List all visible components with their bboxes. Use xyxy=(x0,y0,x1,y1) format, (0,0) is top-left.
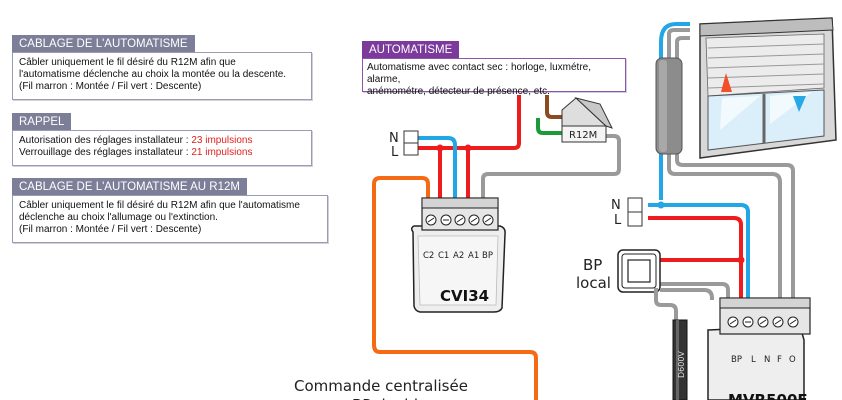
mvr500e-label: MVR500E xyxy=(728,391,808,400)
panel-line: Câbler uniquement le fil désiré du R12M … xyxy=(19,200,300,211)
bp-local-line1: BP xyxy=(583,256,602,274)
terminal-label: O xyxy=(789,355,796,365)
up-arrow-icon xyxy=(721,73,732,92)
wire-green xyxy=(536,118,563,135)
panel-body: Câbler uniquement le fil désiré du R12M … xyxy=(12,52,312,100)
terminal-n-right xyxy=(627,197,643,213)
wire-motor-o xyxy=(675,150,795,300)
wire-bp-local-control xyxy=(660,282,730,300)
terminal-label: A1 xyxy=(468,251,479,261)
panel-line: l'automatisme déclenche au choix la mont… xyxy=(19,69,287,80)
mvr500e-module xyxy=(707,297,811,400)
wire-sensor xyxy=(654,288,678,320)
sensor-probe xyxy=(672,319,688,400)
panel-body: Autorisation des réglages installateur :… xyxy=(12,130,312,166)
r12m-label: R12M xyxy=(569,130,597,141)
terminal-label: C1 xyxy=(438,251,449,261)
wire-shutter-grey1 xyxy=(667,28,690,60)
label-n-left: N xyxy=(389,131,399,146)
rappel-value: 23 impulsions xyxy=(191,135,253,146)
panel-title: CABLAGE DE L'AUTOMATISME AU R12M xyxy=(12,178,247,195)
wire-shutter-grey2 xyxy=(675,36,690,60)
terminal-l-left xyxy=(403,142,419,156)
bp-local-switch xyxy=(617,249,661,293)
panel-line: (Fil marron : Montée / Fil vert : Descen… xyxy=(19,224,202,235)
mvr500e-terminal-labels: BP L N F O xyxy=(731,355,796,365)
panel-title: CABLAGE DE L'AUTOMATISME xyxy=(12,35,195,52)
panel-line: anémométre, détecteur de présence, etc. xyxy=(367,86,550,97)
wire-brown xyxy=(545,95,562,119)
bp-local-line2: local xyxy=(576,274,611,292)
junction-dot xyxy=(737,256,745,264)
terminal-n-left xyxy=(403,130,419,144)
junction-dot xyxy=(464,144,472,152)
label-n-right: N xyxy=(611,198,621,213)
rappel-value: 21 impulsions xyxy=(191,147,253,158)
wire-neutral-right xyxy=(648,203,750,300)
down-arrow-icon xyxy=(793,96,806,112)
panel-rappel: RAPPEL Autorisation des réglages install… xyxy=(12,112,312,166)
panel-title: AUTOMATISME xyxy=(362,41,460,58)
label-l-left: L xyxy=(391,145,399,160)
panel-body: Automatisme avec contact sec : horloge, … xyxy=(362,58,626,97)
panel-title: RAPPEL xyxy=(12,113,72,130)
junction-dot xyxy=(657,201,665,209)
roller-shutter xyxy=(699,17,837,159)
wire-central-command xyxy=(372,176,538,400)
panel-cablage-r12m: CABLAGE DE L'AUTOMATISME AU R12M Câbler … xyxy=(12,177,328,243)
panel-automatisme: AUTOMATISME Automatisme avec contact sec… xyxy=(362,40,626,97)
panel-line: (Fil marron : Montée / Fil vert : Descen… xyxy=(19,81,202,92)
wire-neutral-a2 xyxy=(404,136,457,200)
terminal-label: C2 xyxy=(423,251,434,261)
central-command-line2: BP double xyxy=(352,396,427,400)
panel-line: Câbler uniquement le fil désiré du R12M … xyxy=(19,57,236,68)
terminal-label: BP xyxy=(731,355,742,365)
terminal-label: BP xyxy=(482,251,493,261)
terminal-label: L xyxy=(751,355,756,365)
r12m-module xyxy=(561,97,613,143)
terminal-label: A2 xyxy=(453,251,464,261)
panel-cablage-automatisme: CABLAGE DE L'AUTOMATISME Câbler uniqueme… xyxy=(12,34,312,100)
rappel-label: Verrouillage des réglages installateur : xyxy=(19,147,192,158)
wire-phase-automatisme xyxy=(404,95,521,150)
rappel-line-autorisation: Autorisation des réglages installateur :… xyxy=(19,135,305,147)
sensor-label: D600V xyxy=(677,351,686,378)
rappel-line-verrouillage: Verrouillage des réglages installateur :… xyxy=(19,147,305,159)
cvi34-module xyxy=(410,197,506,313)
terminal-l-right xyxy=(627,211,643,227)
label-l-right: L xyxy=(614,213,622,228)
wire-sensor-to-module xyxy=(660,288,714,300)
wire-phase-right xyxy=(648,216,743,300)
cvi34-label: CVI34 xyxy=(440,287,489,305)
wire-shutter-neutral xyxy=(659,22,690,200)
panel-line: Automatisme avec contact sec : horloge, … xyxy=(367,62,591,85)
wire-motor-f xyxy=(667,150,782,300)
wire-r12m-bp xyxy=(481,134,621,200)
junction-dot xyxy=(436,144,444,152)
rappel-label: Autorisation des réglages installateur : xyxy=(19,135,192,146)
panel-body: Câbler uniquement le fil désiré du R12M … xyxy=(12,195,328,243)
terminal-label: F xyxy=(777,355,782,365)
terminal-label: N xyxy=(764,355,770,365)
panel-line: déclenche au choix l'allumage ou l'extin… xyxy=(19,212,218,223)
cvi34-terminal-labels: C2 C1 A2 A1 BP xyxy=(423,251,493,261)
central-command-line1: Commande centralisée xyxy=(294,377,468,395)
